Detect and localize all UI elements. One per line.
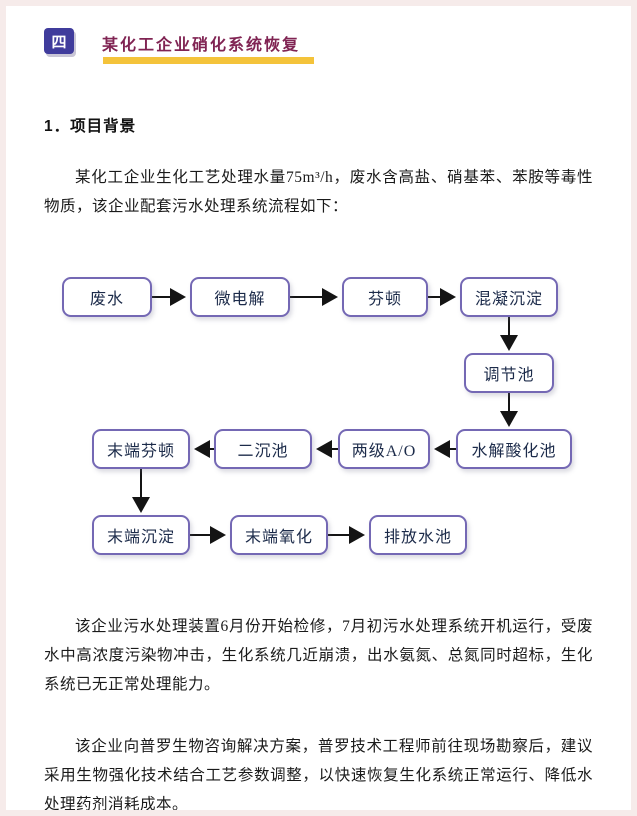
process-flowchart: 废水 微电解 芬顿 混凝沉淀 调节池 水解酸化池 两级A/O 二沉池 末端芬顿 … [44, 267, 604, 567]
flow-box-terminal-oxidation: 末端氧化 [230, 515, 328, 556]
flow-box-fenton: 芬顿 [342, 277, 428, 318]
section-heading: 1．项目背景 [44, 118, 137, 135]
section-header: 四 某化工企业硝化系统恢复 [44, 28, 593, 66]
flow-box-secondary-sedimentation: 二沉池 [214, 429, 312, 470]
paragraph-intro: 某化工企业生化工艺处理水量75m³/h，废水含高盐、硝基苯、苯胺等毒性物质，该企… [44, 169, 593, 215]
flow-box-hydrolysis-acidification: 水解酸化池 [456, 429, 572, 470]
document-page: 四 某化工企业硝化系统恢复 1．项目背景 某化工企业生化工艺处理水量75m³/h… [6, 6, 631, 810]
section-number-badge: 四 [44, 28, 74, 54]
flow-box-two-stage-ao: 两级A/O [338, 429, 430, 470]
flow-box-wastewater: 废水 [62, 277, 152, 318]
flow-box-micro-electrolysis: 微电解 [190, 277, 290, 318]
flow-box-regulating-tank: 调节池 [464, 353, 554, 394]
page-title: 某化工企业硝化系统恢复 [102, 31, 315, 64]
paragraph-solution: 该企业向普罗生物咨询解决方案，普罗技术工程师前往现场勘察后，建议采用生物强化技术… [44, 738, 593, 810]
flow-box-terminal-fenton: 末端芬顿 [92, 429, 190, 470]
flow-box-discharge-tank: 排放水池 [369, 515, 467, 556]
flow-box-terminal-sedimentation: 末端沉淀 [92, 515, 190, 556]
flow-box-coagulation-sedimentation: 混凝沉淀 [460, 277, 558, 318]
paragraph-incident: 该企业污水处理装置6月份开始检修，7月初污水处理系统开机运行，受废水中高浓度污染… [44, 618, 593, 693]
flow-arrows-layer [132, 288, 518, 545]
